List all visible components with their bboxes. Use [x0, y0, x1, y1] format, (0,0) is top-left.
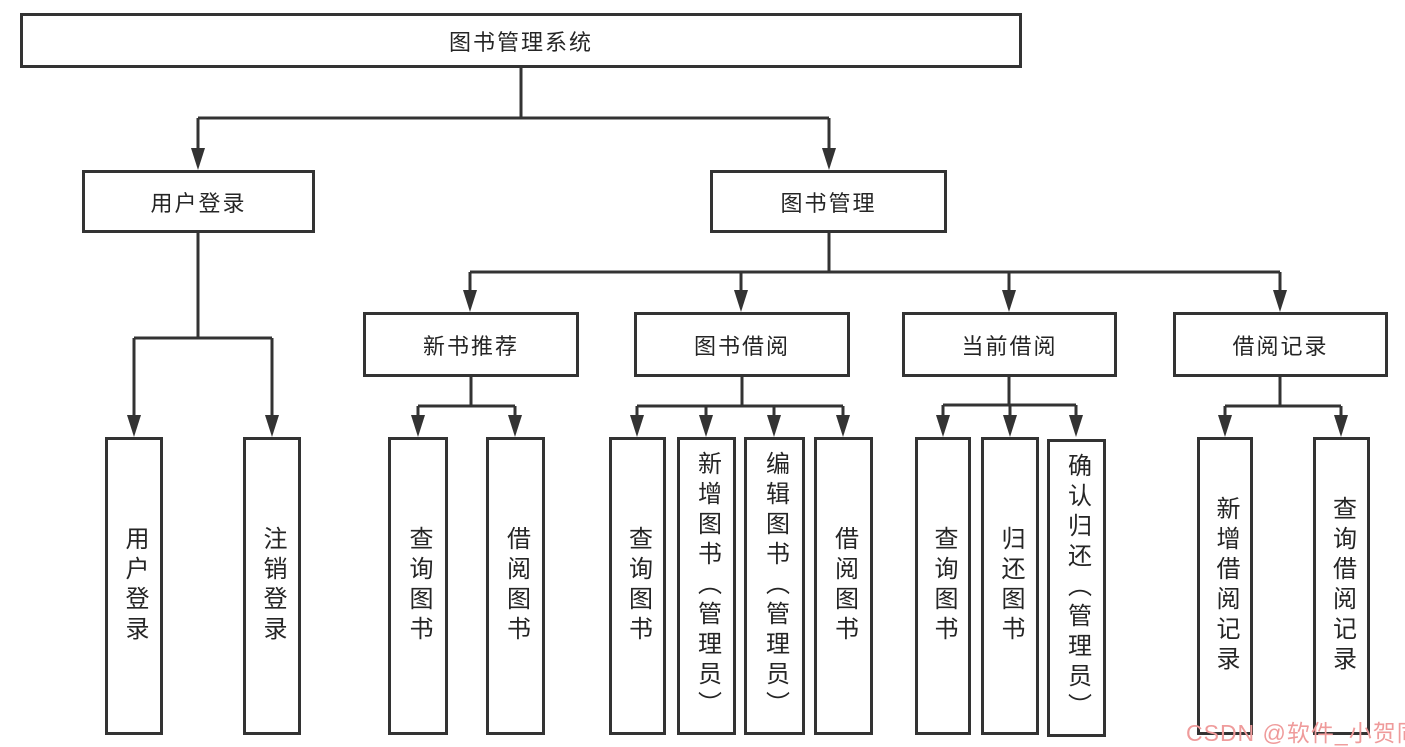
leaf-query-borrow-record: 查询借阅记录	[1313, 437, 1370, 735]
leaf-add-book-admin-label: 新增图书（管理员）	[693, 451, 721, 721]
leaf-return-book: 归还图书	[981, 437, 1039, 735]
leaf-user-login: 用户登录	[105, 437, 163, 735]
leaf-borrow-book-recommend-label: 借阅图书	[502, 526, 530, 646]
leaf-query-book-borrow-label: 查询图书	[624, 526, 652, 646]
connector-book-management-to-level3	[468, 233, 1282, 298]
leaf-query-book-recommend-label: 查询图书	[405, 526, 432, 646]
node-book-management: 图书管理	[710, 170, 947, 233]
node-borrow-record-label: 借阅记录	[1232, 333, 1329, 359]
connector-user-login-to-leaves	[132, 233, 274, 423]
node-new-book-recommend-label: 新书推荐	[422, 333, 519, 359]
node-book-management-label: 图书管理	[780, 190, 877, 216]
node-borrow-record: 借阅记录	[1173, 312, 1388, 377]
leaf-return-book-label: 归还图书	[997, 526, 1024, 646]
node-user-login: 用户登录	[82, 170, 315, 233]
node-root-system: 图书管理系统	[20, 13, 1022, 68]
leaf-query-book-recommend: 查询图书	[388, 437, 448, 735]
leaf-confirm-return-admin-label: 确认归还（管理员）	[1063, 453, 1091, 723]
leaf-user-login-label: 用户登录	[121, 526, 148, 646]
node-current-borrow: 当前借阅	[902, 312, 1117, 377]
leaf-borrow-book: 借阅图书	[814, 437, 873, 735]
leaf-add-borrow-record-label: 新增借阅记录	[1212, 496, 1239, 676]
node-root-system-label: 图书管理系统	[448, 29, 593, 55]
leaf-logout-label: 注销登录	[259, 526, 286, 646]
node-user-login-label: 用户登录	[150, 190, 247, 216]
leaf-edit-book-admin-label: 编辑图书（管理员）	[761, 451, 789, 721]
leaf-add-borrow-record: 新增借阅记录	[1197, 437, 1253, 735]
connector-borrow-record-to-leaves	[1223, 377, 1343, 423]
leaf-query-borrow-record-label: 查询借阅记录	[1328, 496, 1356, 676]
leaf-query-book-current-label: 查询图书	[930, 526, 957, 646]
connector-root-to-level2	[196, 68, 831, 156]
leaf-logout: 注销登录	[243, 437, 301, 735]
leaf-borrow-book-recommend: 借阅图书	[486, 437, 545, 735]
node-book-borrow-label: 图书借阅	[693, 333, 790, 359]
node-current-borrow-label: 当前借阅	[961, 333, 1058, 359]
node-book-borrow: 图书借阅	[634, 312, 850, 377]
connector-new-book-to-leaves	[416, 377, 517, 423]
leaf-borrow-book-label: 借阅图书	[830, 526, 858, 646]
leaf-add-book-admin: 新增图书（管理员）	[677, 437, 736, 735]
leaf-confirm-return-admin: 确认归还（管理员）	[1047, 439, 1106, 737]
leaf-query-book-current: 查询图书	[915, 437, 971, 735]
leaf-query-book-borrow: 查询图书	[609, 437, 666, 735]
connector-current-borrow-to-leaves	[941, 377, 1078, 423]
connector-book-borrow-to-leaves	[635, 377, 845, 423]
csdn-watermark: CSDN @软件_小贺同学	[1186, 720, 1405, 746]
leaf-edit-book-admin: 编辑图书（管理员）	[744, 437, 805, 735]
node-new-book-recommend: 新书推荐	[363, 312, 579, 377]
